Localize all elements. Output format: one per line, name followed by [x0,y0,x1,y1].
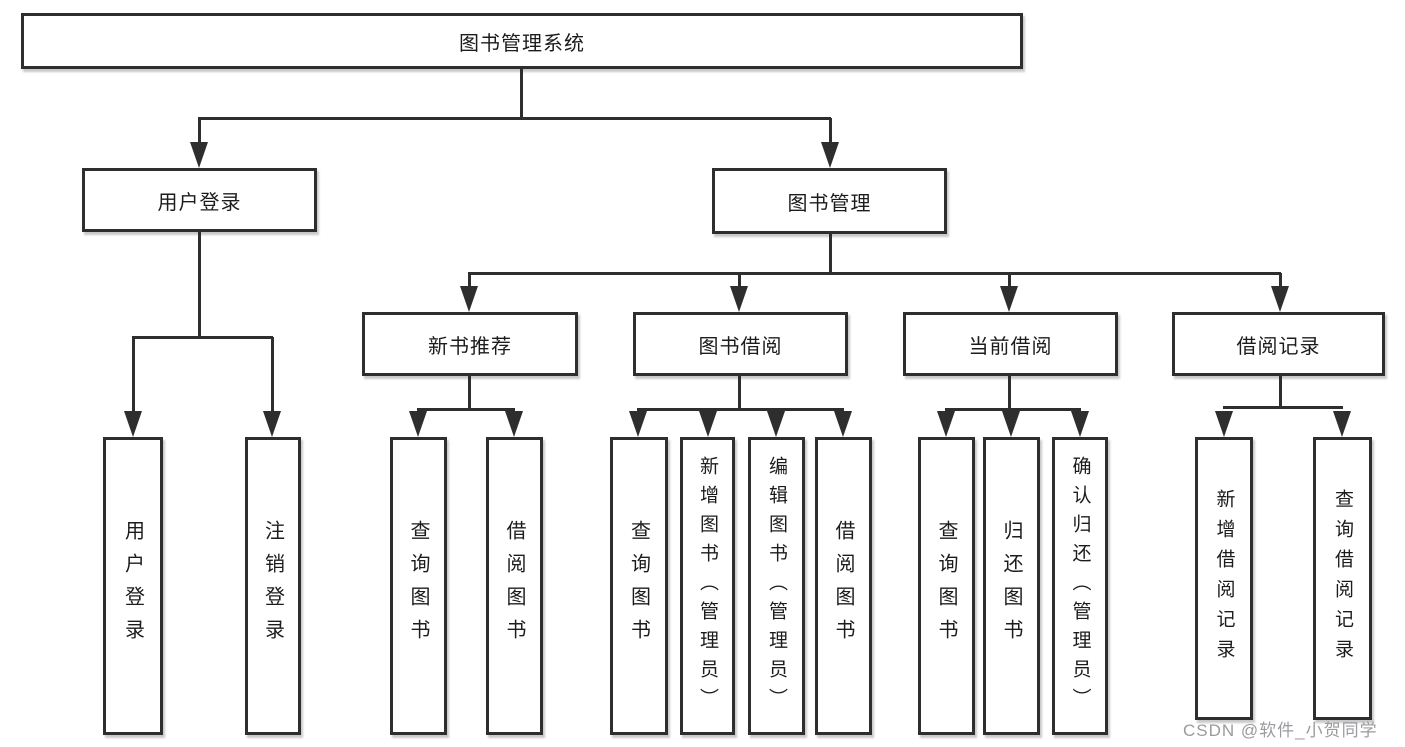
connector-root-stem [520,69,523,118]
node-borrowing-records: 借阅记录 [1172,312,1385,376]
arrowhead-current-return [1002,411,1020,437]
connector-records-drop [1279,273,1282,295]
connector-to-user-login-stem [198,118,201,154]
connector-leaf-userlogin-stem [132,337,135,422]
leaf-edit-books-admin: 编辑图书（管理员） [748,437,805,735]
leaf-query-books-current: 查询图书 [918,437,975,735]
node-new-book-recommendation-label: 新书推荐 [428,335,512,358]
connector-bookmgmt-stem [829,234,832,274]
node-book-borrowing: 图书借阅 [633,312,848,376]
arrowhead-book-borrow [730,286,748,312]
connector-newrec-hbar [417,408,515,411]
connector-currentborrow-stem [1008,376,1011,411]
leaf-add-borrow-record: 新增借阅记录 [1195,437,1253,720]
connector-root-hbar [198,117,831,120]
leaf-query-borrow-record: 查询借阅记录 [1313,437,1372,720]
arrowhead-new-book-rec [460,286,478,312]
connector-bookborrow-drop [738,273,741,295]
arrowhead-newrec-query [409,411,427,437]
arrowhead-user-login [190,142,208,168]
arrowhead-borrow-edit [767,411,785,437]
arrowhead-records-query [1333,411,1351,437]
leaf-query-books-newrec: 查询图书 [390,437,447,735]
arrowhead-leaf-logout [263,411,281,437]
leaf-query-books-newrec-label: 查询图书 [407,520,429,652]
leaf-borrow-books: 借阅图书 [815,437,872,735]
leaf-add-borrow-record-label: 新增借阅记录 [1213,488,1235,669]
leaf-add-books-admin-label: 新增图书（管理员） [697,455,718,717]
arrowhead-leaf-user-login [124,411,142,437]
csdn-watermark: CSDN @软件_小贺同学 [1183,721,1378,740]
leaf-edit-books-admin-label: 编辑图书（管理员） [766,455,787,717]
leaf-return-books-label: 归还图书 [1000,520,1022,652]
connector-bookmgmt-hbar [468,272,1281,275]
leaf-borrow-books-label: 借阅图书 [832,520,854,652]
leaf-borrow-books-newrec: 借阅图书 [486,437,543,735]
connector-currentborrow-drop [1008,273,1011,295]
connector-userlogin-hbar [132,336,273,339]
arrowhead-newrec-borrow [505,411,523,437]
node-borrowing-records-label: 借阅记录 [1236,335,1321,358]
arrowhead-borrow-borrow [834,411,852,437]
arrowhead-current-query [937,411,955,437]
arrowhead-records-add [1215,411,1233,437]
leaf-query-books-borrow: 查询图书 [610,437,668,735]
node-user-login: 用户登录 [82,168,317,232]
node-current-borrowing-label: 当前借阅 [968,335,1053,358]
connector-to-book-mgmt-stem [829,118,832,154]
leaf-logout-label: 注销登录 [261,520,284,652]
connector-records-hbar [1223,406,1343,409]
arrowhead-borrow-query [629,411,647,437]
node-book-management: 图书管理 [712,168,947,234]
node-current-borrowing: 当前借阅 [903,312,1118,376]
leaf-query-borrow-record-label: 查询借阅记录 [1332,488,1353,669]
node-root: 图书管理系统 [21,13,1023,69]
connector-leaf-logout-stem [271,337,274,422]
leaf-query-books-current-label: 查询图书 [935,520,957,652]
arrowhead-borrow-records [1271,286,1289,312]
leaf-confirm-return-admin-label: 确认归还（管理员） [1069,455,1091,717]
node-new-book-recommendation: 新书推荐 [362,312,578,376]
leaf-logout: 注销登录 [245,437,301,735]
leaf-borrow-books-newrec-label: 借阅图书 [503,520,525,652]
node-user-login-label: 用户登录 [157,191,242,214]
node-root-label: 图书管理系统 [459,32,585,55]
leaf-user-login: 用户登录 [103,437,163,735]
arrowhead-book-mgmt [821,142,839,168]
connector-currentborrow-hbar [945,408,1081,411]
leaf-user-login-label: 用户登录 [121,520,144,652]
connector-newrec-drop [468,273,471,295]
leaf-add-books-admin: 新增图书（管理员） [680,437,735,735]
leaf-query-books-borrow-label: 查询图书 [627,520,650,652]
leaf-confirm-return-admin: 确认归还（管理员） [1052,437,1108,735]
connector-newrec-stem [468,376,471,411]
arrowhead-borrow-add [699,411,717,437]
node-book-borrowing-label: 图书借阅 [698,335,783,358]
node-book-management-label: 图书管理 [787,192,872,215]
connector-bookborrow-stem [738,376,741,411]
connector-records-stem [1279,376,1282,409]
connector-userlogin-stem [198,232,201,339]
arrowhead-current-borrow [1000,286,1018,312]
arrowhead-current-confirm [1071,411,1089,437]
leaf-return-books: 归还图书 [983,437,1040,735]
connector-bookborrow-hbar [637,408,844,411]
